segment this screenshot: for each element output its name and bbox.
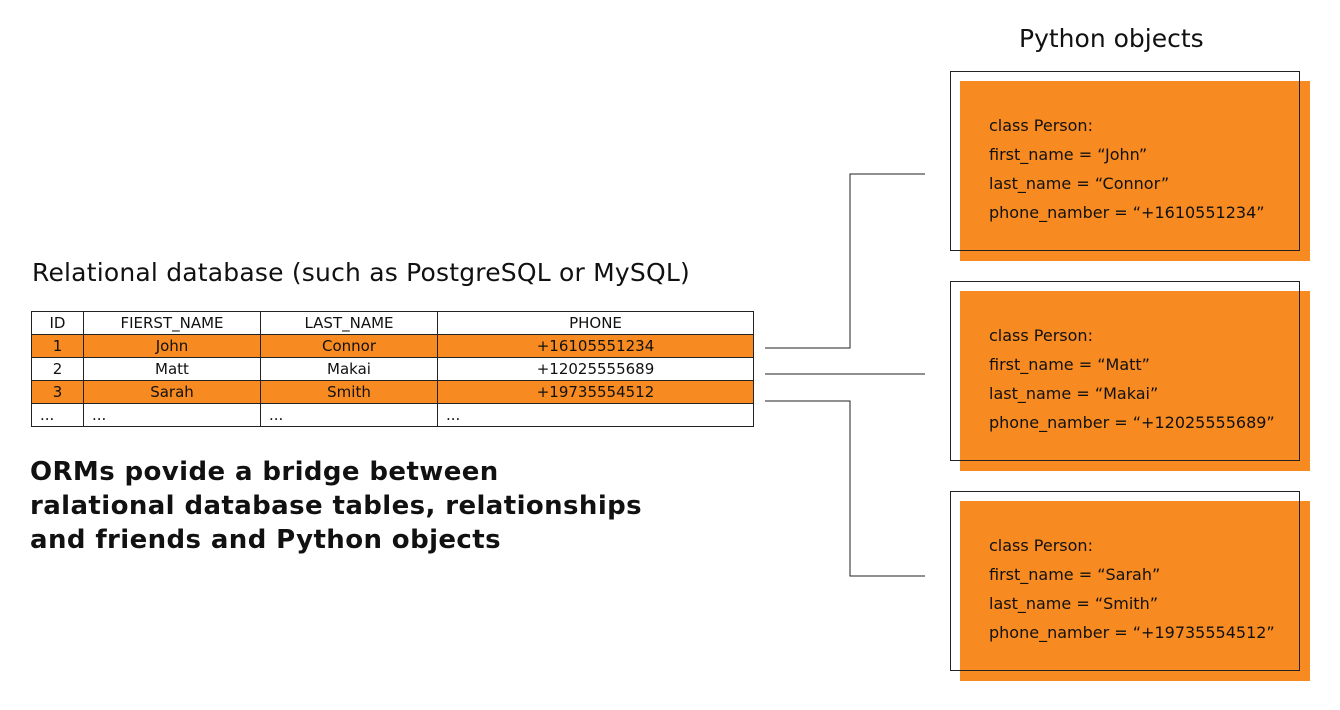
column-header-id: ID — [31, 311, 84, 335]
cell-ellipsis: ... — [260, 403, 438, 427]
cell-phone: +16105551234 — [437, 334, 754, 358]
description-line: ORMs povide a bridge between — [30, 457, 499, 487]
phone-attribute: phone_namber = “+19735554512” — [989, 623, 1275, 642]
class-declaration: class Person: — [989, 326, 1093, 345]
description-line: ralational database tables, relationship… — [30, 491, 643, 521]
cell-ellipsis: ... — [83, 403, 261, 427]
object-card-fill — [960, 81, 1310, 261]
object-card-outline — [950, 281, 1300, 461]
object-card-fill — [960, 291, 1310, 471]
connector-row3-to-object3 — [765, 400, 925, 577]
cell-first-name: Sarah — [83, 380, 261, 404]
table-row-ellipsis: ... ... ... ... — [31, 403, 754, 427]
cell-last-name: Makai — [260, 357, 438, 381]
cell-id: 1 — [31, 334, 84, 358]
column-header-last-name: LAST_NAME — [260, 311, 438, 335]
cell-id: 3 — [31, 380, 84, 404]
last-name-attribute: last_name = “Connor” — [989, 174, 1170, 193]
last-name-attribute: last_name = “Makai” — [989, 384, 1159, 403]
column-header-first-name: FIERST_NAME — [83, 311, 261, 335]
first-name-attribute: first_name = “John” — [989, 145, 1148, 164]
description-line: and friends and Python objects — [30, 525, 501, 555]
first-name-attribute: first_name = “Sarah” — [989, 565, 1161, 584]
last-name-attribute: last_name = “Smith” — [989, 594, 1158, 613]
object-code: class Person: first_name = “Matt” last_n… — [989, 321, 1275, 437]
object-card-fill — [960, 501, 1310, 681]
cell-last-name: Smith — [260, 380, 438, 404]
class-declaration: class Person: — [989, 536, 1093, 555]
connector-row1-to-object1 — [765, 173, 925, 349]
phone-attribute: phone_namber = “+12025555689” — [989, 413, 1275, 432]
object-code: class Person: first_name = “Sarah” last_… — [989, 531, 1275, 647]
cell-last-name: Connor — [260, 334, 438, 358]
object-card-outline — [950, 491, 1300, 671]
orm-description: ORMs povide a bridge between ralational … — [30, 455, 650, 557]
python-object-matt: class Person: first_name = “Matt” last_n… — [950, 281, 1310, 471]
python-object-john: class Person: first_name = “John” last_n… — [950, 71, 1310, 261]
first-name-attribute: first_name = “Matt” — [989, 355, 1150, 374]
table-row-john: 1 John Connor +16105551234 — [31, 334, 754, 358]
python-objects-title: Python objects — [1019, 24, 1204, 53]
cell-ellipsis: ... — [437, 403, 754, 427]
table-row-matt: 2 Matt Makai +12025555689 — [31, 357, 754, 381]
object-card-outline — [950, 71, 1300, 251]
python-object-sarah: class Person: first_name = “Sarah” last_… — [950, 491, 1310, 681]
phone-attribute: phone_namber = “+1610551234” — [989, 203, 1265, 222]
object-code: class Person: first_name = “John” last_n… — [989, 111, 1265, 227]
cell-phone: +12025555689 — [437, 357, 754, 381]
class-declaration: class Person: — [989, 116, 1093, 135]
cell-first-name: John — [83, 334, 261, 358]
database-table: ID FIERST_NAME LAST_NAME PHONE 1 John Co… — [31, 311, 754, 427]
cell-id: 2 — [31, 357, 84, 381]
relational-database-title: Relational database (such as PostgreSQL … — [32, 258, 690, 287]
